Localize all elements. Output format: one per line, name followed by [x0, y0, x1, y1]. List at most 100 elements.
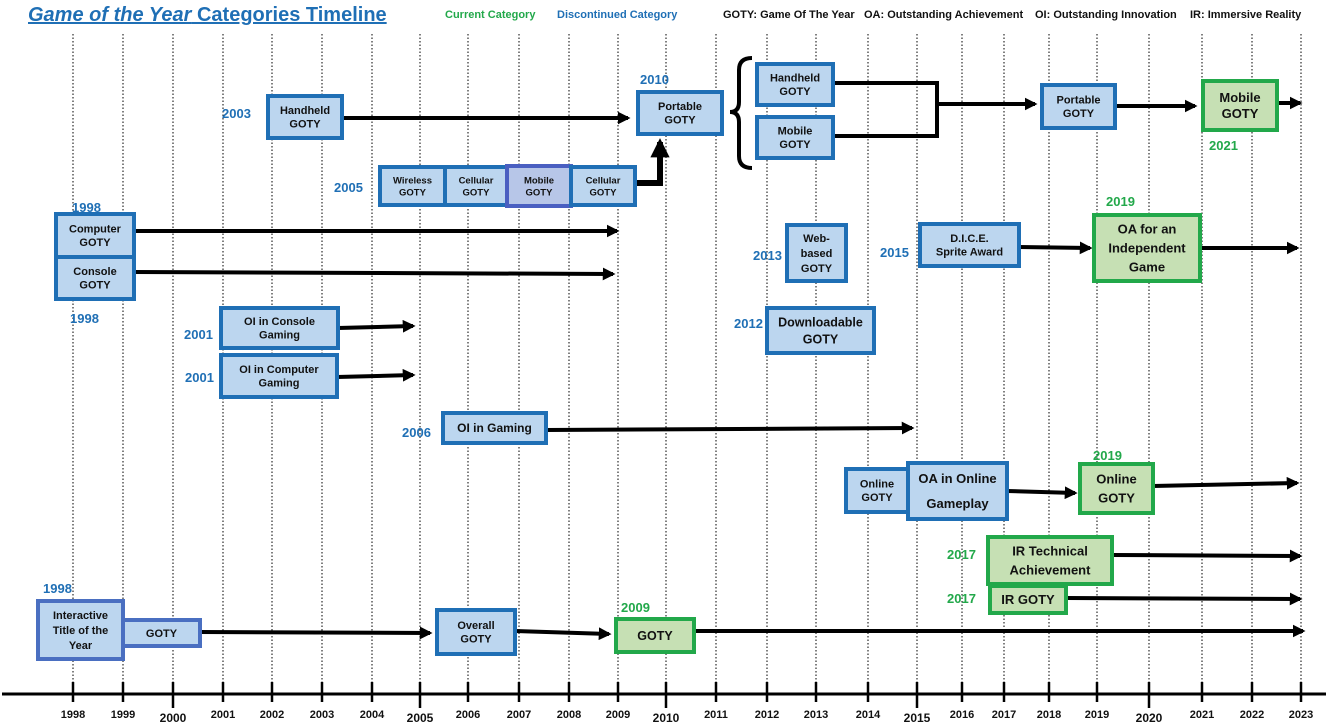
arrow-console-goty — [133, 267, 616, 281]
box-text-line: GOTY — [399, 187, 427, 198]
box-text-line: Sprite Award — [936, 247, 1003, 259]
box-text-line: GOTY — [1222, 106, 1259, 121]
box-text-line: Mobile — [778, 125, 813, 137]
axis-year-label: 1998 — [61, 709, 85, 721]
axis-year-label: 2019 — [1085, 709, 1109, 721]
axis-year-label: 2009 — [606, 709, 630, 721]
box-text-line: GOTY — [289, 119, 321, 131]
year-annotation: 2017 — [947, 591, 976, 606]
legend-current: Current Category — [445, 9, 536, 21]
box-frame — [1201, 79, 1279, 132]
box-text-line: GOTY — [1098, 491, 1135, 506]
axis-year-label: 2014 — [856, 709, 881, 721]
year-annotation: 2021 — [1209, 138, 1238, 153]
box-frame — [219, 306, 340, 350]
box-text-line: Wireless — [393, 175, 432, 186]
year-annotation: 2009 — [621, 600, 650, 615]
box-frame — [844, 467, 910, 514]
box-text-line: OI in Gaming — [457, 421, 532, 435]
box-frame — [988, 584, 1068, 615]
axis-year-label: 2018 — [1037, 709, 1061, 721]
category-box-oi-gaming: OI in Gaming — [441, 411, 548, 445]
box-frame — [266, 94, 344, 140]
axis-year-label: 2023 — [1289, 709, 1313, 721]
arrow-goty-to-overall — [199, 626, 433, 640]
box-frame — [755, 62, 835, 107]
box-text-line: Gaming — [259, 378, 300, 390]
box-text-line: GOTY — [460, 634, 492, 646]
arrow-oi-computer — [336, 368, 416, 382]
axis-year-label: 2012 — [755, 709, 779, 721]
box-frame — [765, 306, 876, 355]
box-text-line: Computer — [69, 223, 122, 235]
year-annotation: 2010 — [640, 72, 669, 87]
box-text-line: Web- — [803, 233, 830, 245]
arrow-ir-tech-continues — [1111, 549, 1303, 563]
box-text-line: Portable — [658, 101, 702, 113]
axis-year-label: 2001 — [211, 709, 235, 721]
box-text-line: Overall — [457, 620, 494, 632]
box-frame — [121, 618, 202, 648]
box-frame — [219, 353, 339, 399]
box-frame — [906, 461, 1009, 521]
category-box-ir-goty: IR GOTY — [988, 584, 1068, 615]
box-text-line: Year — [69, 640, 93, 652]
axis-year-label: 2020 — [1136, 711, 1163, 725]
box-text-line: GOTY — [590, 187, 618, 198]
box-text-line: GOTY — [1063, 108, 1095, 120]
box-frame — [569, 165, 637, 207]
year-annotation: 2015 — [880, 245, 909, 260]
arrow-dice-to-oa — [1018, 241, 1093, 255]
box-frame — [435, 608, 517, 656]
box-text-line: Independent — [1108, 241, 1186, 256]
box-text-line: GOTY — [637, 629, 673, 643]
box-frame — [1092, 213, 1202, 283]
bracket-handheld-mobile — [833, 81, 939, 138]
box-text-line: based — [801, 248, 833, 260]
box-text-line: Mobile — [524, 175, 554, 186]
box-frame — [1040, 83, 1117, 130]
box-frame — [54, 255, 136, 301]
box-frame — [441, 411, 548, 445]
box-text-line: Downloadable — [778, 315, 863, 329]
box-text-line: Cellular — [459, 175, 494, 186]
year-annotation: 2012 — [734, 316, 763, 331]
curly-brace — [729, 56, 753, 170]
year-annotation: 2017 — [947, 547, 976, 562]
axis-year-label: 2002 — [260, 709, 284, 721]
axis-year-label: 2010 — [653, 711, 680, 725]
box-text-line: OA for an — [1118, 222, 1177, 237]
axis-year-label: 2000 — [160, 711, 187, 725]
box-frame — [785, 223, 848, 283]
box-text-line: Game — [1129, 260, 1165, 275]
axis-year-label: 2015 — [904, 711, 931, 725]
arrow-cellular-to-portable — [636, 138, 670, 186]
box-frame — [755, 115, 835, 160]
box-frame — [918, 222, 1021, 268]
axis-year-label: 2021 — [1190, 709, 1214, 721]
box-text-line: Achievement — [1010, 563, 1092, 578]
box-text-line: OA in Online — [918, 471, 996, 486]
box-text-line: GOTY — [801, 263, 833, 275]
box-text-line: GOTY — [861, 492, 893, 504]
box-text-line: IR GOTY — [1001, 592, 1055, 607]
year-annotation: 2013 — [753, 248, 782, 263]
box-text-line: IR Technical — [1012, 544, 1088, 559]
box-text-line: GOTY — [463, 187, 491, 198]
